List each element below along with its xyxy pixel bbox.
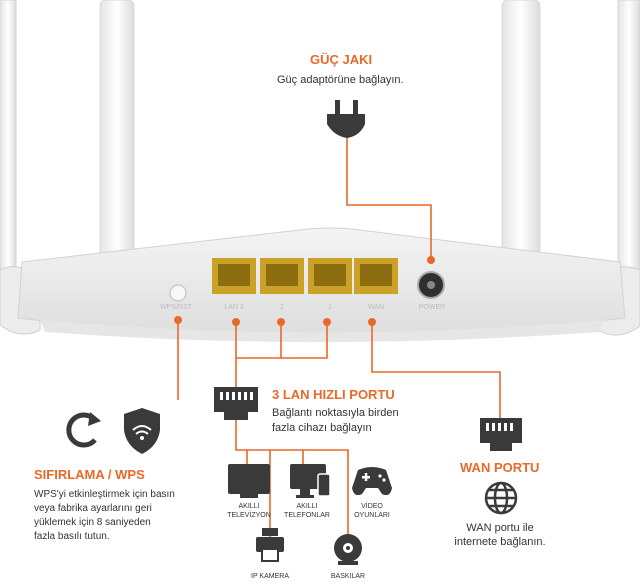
printer-label: BASKILAR <box>330 573 366 580</box>
power-title: GÜÇ JAKI <box>310 52 373 67</box>
antenna-right-outer <box>617 0 640 301</box>
plug-icon <box>327 100 365 138</box>
printer-icon <box>256 528 284 562</box>
reset-desc-3: yüklemek için 8 saniyeden <box>34 517 151 528</box>
reset-desc-1: WPS'yi etkinleştirmek için basın <box>34 489 175 500</box>
game-label-2: OYUNLARI <box>354 512 390 519</box>
antenna-left-inner <box>99 0 135 261</box>
shield-wifi-icon <box>124 408 160 454</box>
label-wan: WAN <box>367 304 385 311</box>
reset-desc-2: veya fabrika ayarlarını geri <box>34 503 152 514</box>
lan-desc-1: Bağlantı noktasıyla birden <box>272 407 399 419</box>
ethernet-icon-wan <box>480 418 522 451</box>
label-wps: WPS/RST <box>160 304 192 311</box>
lan-port-3 <box>212 258 256 294</box>
webcam-icon <box>334 534 362 565</box>
wan-title: WAN PORTU <box>460 460 540 475</box>
globe-icon <box>484 481 518 515</box>
reset-desc-4: fazla basılı tutun. <box>34 531 110 542</box>
antenna-left-outer <box>0 0 17 301</box>
wan-desc-2: internete bağlanın. <box>454 536 546 548</box>
tv-icon <box>228 464 270 498</box>
refresh-icon <box>66 412 101 448</box>
label-power: POWER <box>418 304 446 311</box>
wan-port <box>354 258 398 294</box>
game-label-1: VİDEO <box>361 503 383 510</box>
monitor-phone-icon <box>290 464 331 498</box>
phone-label-1: AKILLI <box>296 503 318 510</box>
lan-title: 3 LAN HIZLI PORTU <box>272 387 395 402</box>
phone-label-2: TELEFONLAR <box>284 512 330 519</box>
wan-desc-1: WAN portu ile <box>466 522 534 534</box>
gamepad-icon <box>352 467 392 496</box>
lan-desc-2: fazla cihazı bağlayın <box>272 422 372 434</box>
lan-port-2 <box>260 258 304 294</box>
camera-label: IP KAMERA <box>251 573 289 580</box>
tv-label-1: AKILLI <box>238 503 260 510</box>
lan-port-1 <box>308 258 352 294</box>
label-lan2: 2 <box>280 304 284 311</box>
tv-label-2: TELEVİZYON <box>227 512 271 519</box>
power-desc: Güç adaptörüne bağlayın. <box>277 74 404 86</box>
label-lan1: 1 <box>328 304 332 311</box>
reset-title: SIFIRLAMA / WPS <box>34 467 145 482</box>
label-lan3: LAN 3 <box>224 304 244 311</box>
ethernet-icon-lan <box>214 387 258 420</box>
reset-button <box>169 284 187 302</box>
antenna-right-inner <box>501 0 541 261</box>
